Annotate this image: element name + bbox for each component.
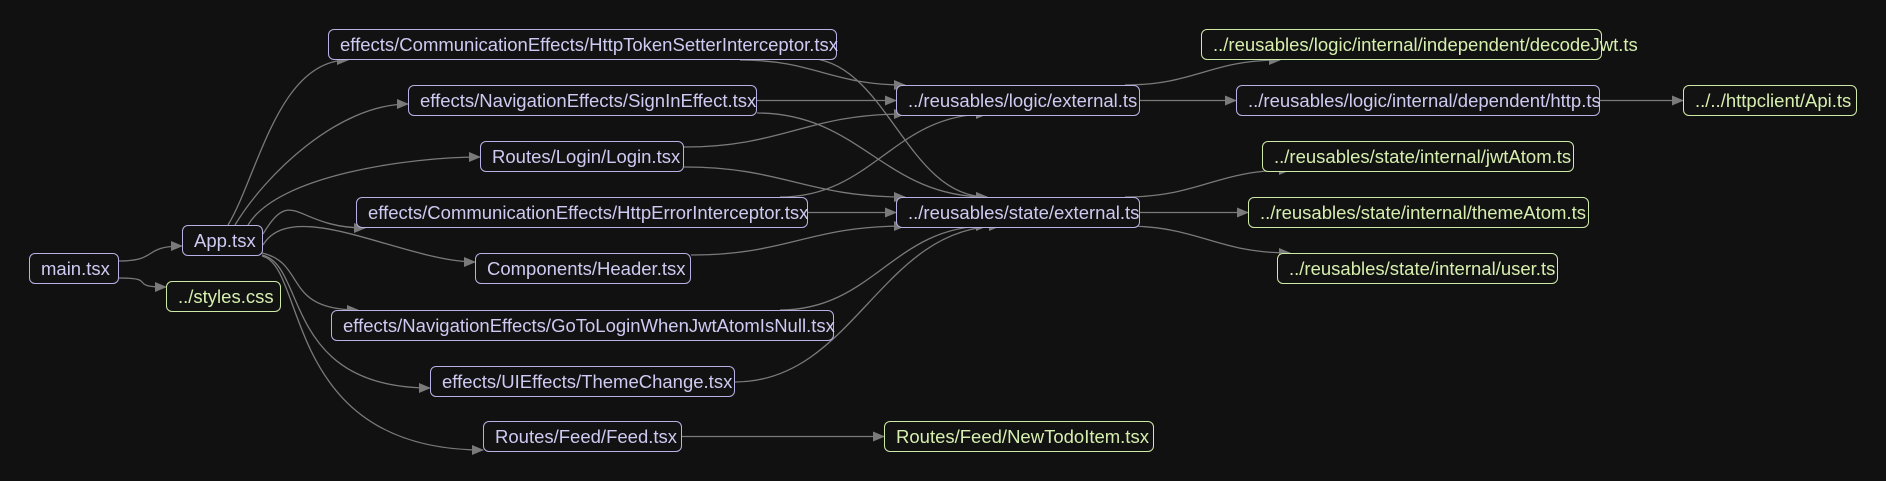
edge-httperror-to-logicext bbox=[779, 109, 988, 198]
edge-theme-to-stateext bbox=[734, 221, 1001, 383]
node-httperror: effects/CommunicationEffects/HttpErrorIn… bbox=[356, 197, 808, 228]
node-newtodo: Routes/Feed/NewTodoItem.tsx bbox=[884, 421, 1154, 452]
node-feed: Routes/Feed/Feed.tsx bbox=[483, 421, 682, 452]
node-http: ../reusables/logic/internal/dependent/ht… bbox=[1236, 85, 1601, 116]
node-theme: effects/UIEffects/ThemeChange.tsx bbox=[430, 366, 735, 397]
edge-stateext-to-user bbox=[1124, 225, 1291, 258]
node-gotologin: effects/NavigationEffects/GoToLoginWhenJ… bbox=[331, 310, 835, 341]
node-httptoken: effects/CommunicationEffects/HttpTokenSe… bbox=[328, 29, 838, 60]
edge-app-to-httptoken bbox=[227, 55, 349, 226]
edge-httptoken-to-logicext bbox=[739, 59, 906, 90]
edge-signin-to-stateext bbox=[756, 112, 988, 202]
node-logicext: ../reusables/logic/external.ts bbox=[896, 85, 1140, 116]
node-stateext: ../reusables/state/external.ts bbox=[896, 197, 1140, 228]
node-app: App.tsx bbox=[182, 225, 263, 256]
edge-app-to-feed bbox=[261, 255, 484, 455]
edge-app-to-gotologin bbox=[261, 252, 359, 315]
edge-stateext-to-jwtatom bbox=[1124, 165, 1291, 198]
edge-login-to-stateext bbox=[683, 166, 906, 202]
node-themeatom: ../reusables/state/internal/themeAtom.ts bbox=[1248, 197, 1589, 228]
edge-gotologin-to-stateext bbox=[779, 221, 988, 311]
node-user: ../reusables/state/internal/user.ts bbox=[1277, 253, 1558, 284]
edge-app-to-theme bbox=[261, 254, 431, 393]
node-header: Components/Header.tsx bbox=[475, 253, 691, 284]
edge-main-to-app bbox=[118, 241, 183, 262]
node-api: ../../httpclient/Api.ts bbox=[1683, 85, 1857, 116]
edge-header-to-stateext bbox=[690, 221, 906, 256]
edge-app-to-login bbox=[247, 152, 481, 226]
edge-login-to-logicext bbox=[683, 109, 906, 148]
node-login: Routes/Login/Login.tsx bbox=[480, 141, 684, 172]
node-styles: ../styles.css bbox=[166, 281, 281, 312]
edge-app-to-httperror bbox=[262, 209, 366, 235]
edge-logicext-to-decodejwt bbox=[1124, 55, 1281, 86]
node-main: main.tsx bbox=[29, 253, 119, 284]
node-jwtatom: ../reusables/state/internal/jwtAtom.ts bbox=[1262, 141, 1574, 172]
node-signin: effects/NavigationEffects/SignInEffect.t… bbox=[408, 85, 757, 116]
edge-app-to-header bbox=[262, 225, 476, 267]
edge-app-to-signin bbox=[234, 99, 409, 226]
edge-httptoken-to-stateext bbox=[804, 57, 988, 202]
edge-main-to-styles bbox=[118, 277, 167, 292]
node-decodejwt: ../reusables/logic/internal/independent/… bbox=[1201, 29, 1638, 60]
